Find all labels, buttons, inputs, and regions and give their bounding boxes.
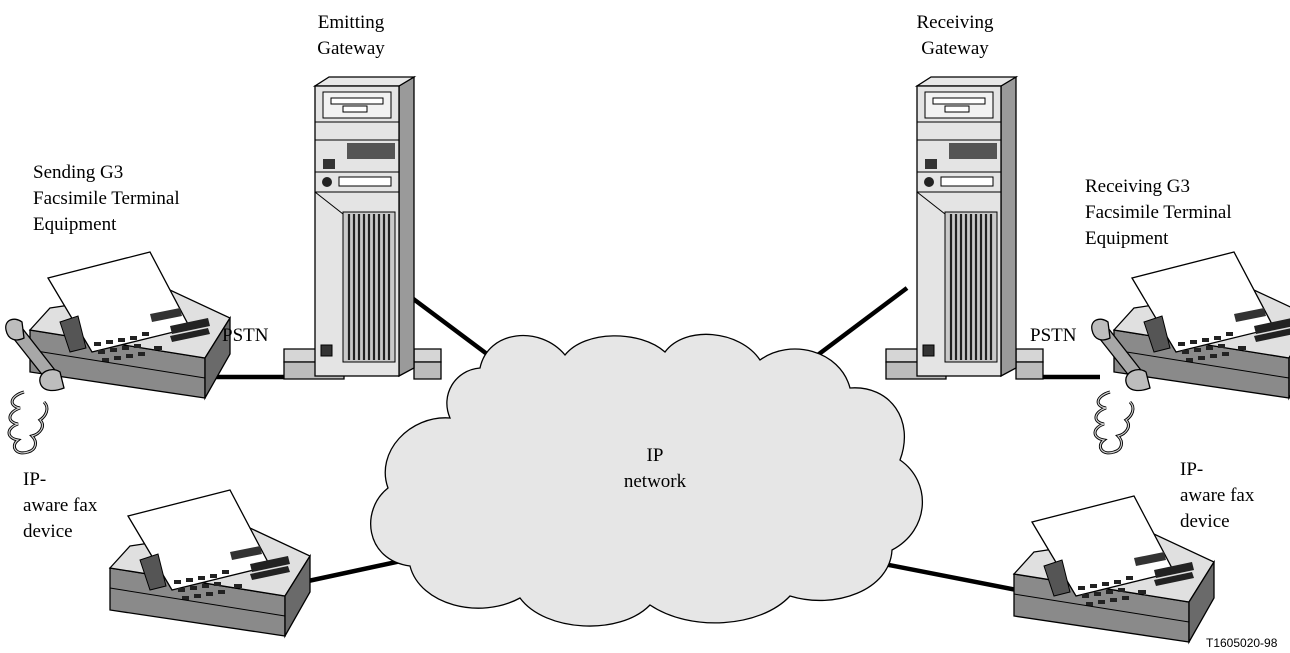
label-line: device — [1180, 511, 1230, 532]
pstn-right-label: PSTN — [1030, 325, 1077, 346]
ip-fax-left-label: IP- aware fax device — [23, 467, 97, 545]
label-line: Equipment — [33, 214, 117, 235]
label-line: Facsimile Terminal — [33, 188, 180, 209]
label-line: Receiving G3 — [1085, 176, 1191, 197]
link-receiving-gateway-to-ip — [813, 286, 909, 359]
sending-terminal-label: Sending G3 Facsimile Terminal Equipment — [33, 160, 180, 238]
label-line: Equipment — [1085, 228, 1169, 249]
pstn-left-label: PSTN — [222, 325, 269, 346]
label-line: Gateway — [317, 38, 385, 59]
label-line: IP — [646, 445, 664, 466]
label-line: IP- — [1180, 459, 1204, 480]
ip-fax-right-label: IP- aware fax device — [1180, 457, 1254, 535]
label-line: Facsimile Terminal — [1085, 202, 1232, 223]
figure-id: T1605020-98 — [1206, 636, 1278, 650]
label-line: aware fax — [1180, 485, 1255, 506]
receiving-gateway-server-icon — [884, 75, 1045, 381]
sending-fax-terminal-icon — [4, 251, 231, 455]
receiving-fax-terminal-icon — [1090, 251, 1290, 455]
label-line: Gateway — [921, 38, 989, 59]
receiving-gateway-label: Receiving Gateway — [900, 10, 1010, 62]
label-line: Sending G3 — [33, 162, 124, 183]
label-line: Receiving — [916, 12, 994, 33]
ip-network-cloud — [370, 333, 923, 627]
label-line: device — [23, 521, 73, 542]
ip-aware-fax-left-icon — [109, 489, 311, 637]
emitting-gateway-label: Emitting Gateway — [296, 10, 406, 62]
ip-network-label: IP network — [600, 443, 710, 495]
label-line: IP- — [23, 469, 47, 490]
label-line: Emitting — [317, 12, 385, 33]
label-line: network — [623, 471, 687, 492]
emitting-gateway-server-icon — [282, 75, 443, 381]
label-line: aware fax — [23, 495, 98, 516]
receiving-terminal-label: Receiving G3 Facsimile Terminal Equipmen… — [1085, 174, 1232, 252]
